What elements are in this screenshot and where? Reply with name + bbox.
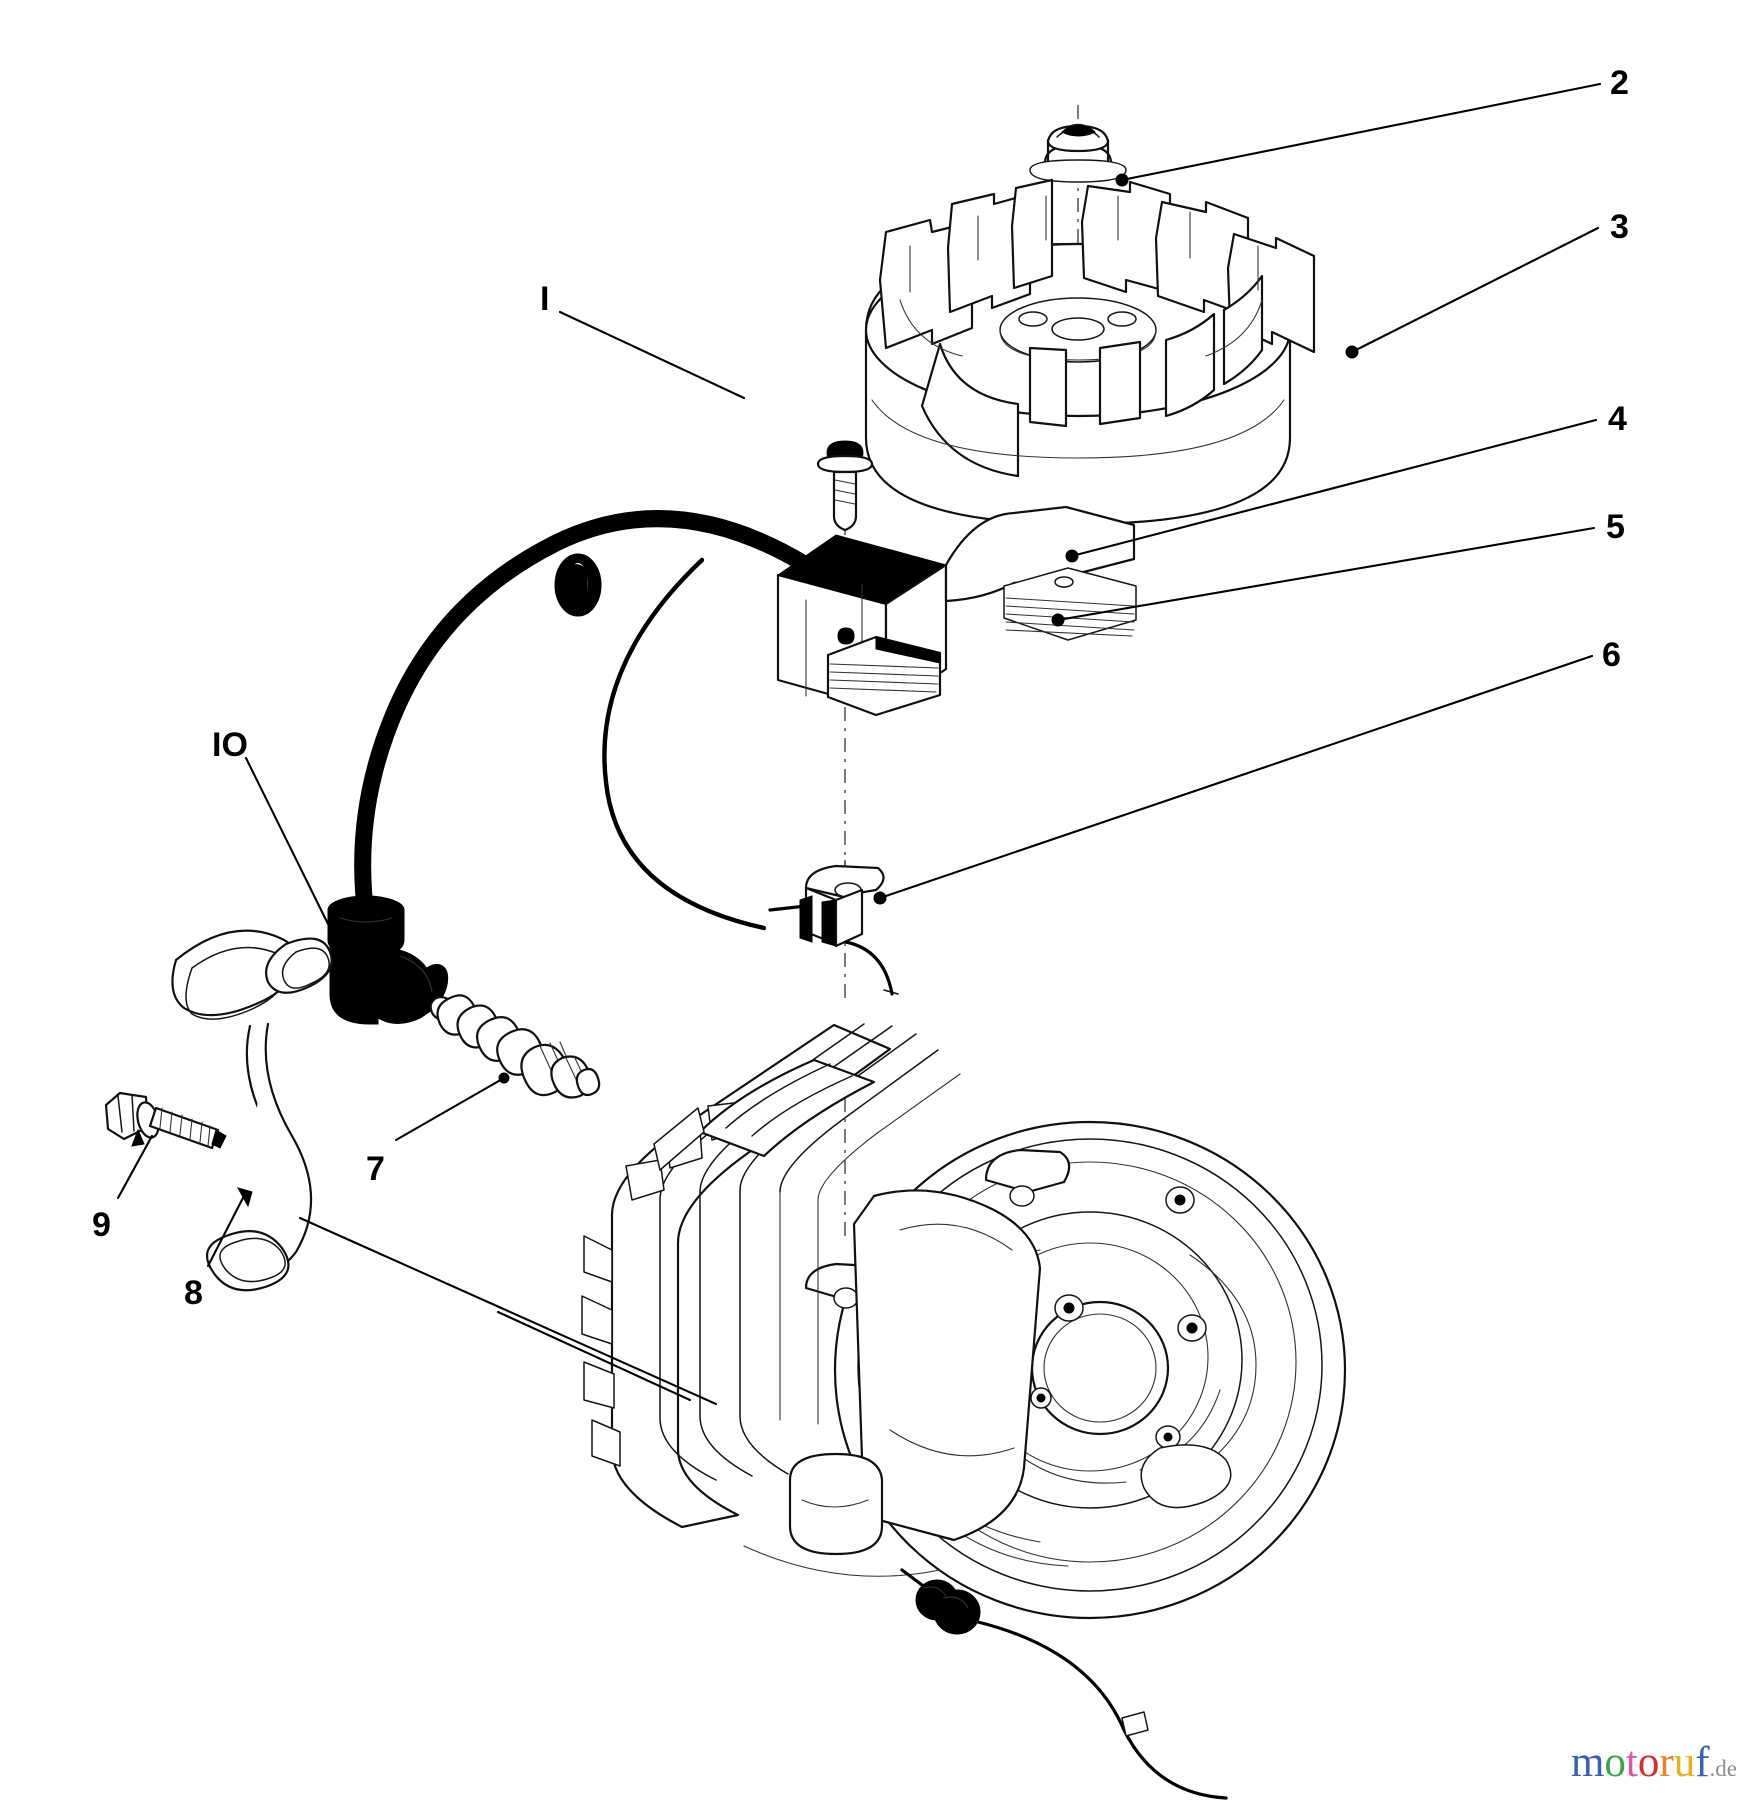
bolt-shank (148, 1106, 220, 1150)
leader-8 (206, 1190, 248, 1268)
leader-9 (116, 1134, 154, 1200)
stop-wire (602, 557, 767, 931)
crankshaft-bore (1030, 1300, 1170, 1436)
ground-wire-out (844, 940, 894, 996)
callout-label-10: IO (212, 726, 248, 764)
watermark-letter-m: m (1570, 1739, 1605, 1786)
flywheel-hub-underline (999, 329, 1157, 361)
coil-mount-boss-hole (833, 1287, 859, 1309)
ground-bracket-side (834, 888, 864, 948)
lead-bead-icon (554, 553, 602, 617)
spark-plug-lead-group (327, 510, 815, 1025)
watermark-letter-o1: o (1604, 1739, 1626, 1786)
flywheel-bore (1051, 317, 1105, 341)
leader-7 (394, 1076, 506, 1142)
stop-wire-terminal (1121, 1711, 1149, 1737)
leader-4 (1070, 418, 1598, 558)
callout-label-6: 6 (1602, 636, 1621, 674)
coil-lower-lamination-top (875, 636, 941, 664)
cylinder-head-top (653, 1058, 876, 1171)
callout-label-1: I (540, 280, 549, 318)
flywheel-assembly-group (864, 105, 1316, 584)
coil-mounting-screw-icon (816, 440, 874, 532)
callout-label-8: 8 (184, 1274, 203, 1312)
ignition-coil-group (602, 440, 1137, 931)
clip-mounting-bolt-icon (104, 1091, 227, 1150)
engine-base-edge (743, 1545, 941, 1577)
ground-wire-in (768, 904, 808, 912)
engine-block-group (581, 1023, 1347, 1800)
callout-label-2: 2 (1610, 64, 1629, 102)
flywheel-cooling-fins (878, 178, 1316, 478)
ground-wire-tip (883, 989, 899, 995)
spark-plug-electrode (575, 1067, 601, 1097)
flywheel-nut-icon (1029, 123, 1127, 183)
ground-bracket-top-tab (804, 864, 885, 898)
ground-terminal-bracket-group (768, 860, 899, 1000)
spark-plug-icon (429, 994, 601, 1099)
callout-label-5: 5 (1606, 508, 1625, 546)
coil-terminal (837, 627, 855, 645)
motoruf-watermark: motoruf.de (1571, 1741, 1737, 1784)
callout-label-3: 3 (1610, 208, 1629, 246)
ground-bracket-fork-left (799, 895, 813, 943)
watermark-tld: .de (1709, 1756, 1737, 1781)
engine-lower-lip (788, 1452, 884, 1556)
callout-label-7: 7 (366, 1150, 385, 1188)
watermark-letter-f: f (1695, 1739, 1710, 1786)
flywheel-rim-shade (871, 399, 1285, 459)
coil-core-lamination-block (1003, 567, 1137, 641)
leader-1 (558, 310, 746, 400)
callout-label-4: 4 (1608, 400, 1627, 438)
callout-labels: I 2 3 4 5 6 7 8 9 IO (92, 64, 1629, 1312)
leader-5-dot (1051, 613, 1065, 627)
leader-2 (1120, 82, 1602, 182)
leader-4-dot (1065, 549, 1079, 563)
leader-2-dot (1115, 173, 1129, 187)
watermark-letter-r: r (1659, 1739, 1674, 1786)
callout-leaders (116, 82, 1602, 1406)
leader-5 (1056, 526, 1596, 622)
watermark-letter-o2: o (1637, 1739, 1660, 1786)
leader-6 (878, 654, 1594, 900)
spark-plug-insulator-ribs (436, 994, 544, 1076)
coil-core-mount-hole (1054, 576, 1074, 588)
engine-upper-mount-tab (984, 1148, 1071, 1194)
leader-7-dot (498, 1072, 510, 1084)
bolt-threads (159, 1107, 211, 1147)
leader-6-dot (873, 891, 887, 905)
leader-10 (244, 756, 332, 930)
callout-label-9: 9 (92, 1206, 111, 1244)
crankshaft-bore-inner (1043, 1313, 1157, 1423)
wire-grommet-icon (900, 1568, 981, 1635)
coil-lower-laminations (829, 663, 939, 693)
ground-bracket-fork-right (821, 899, 837, 947)
flywheel-hub-hole-right (1107, 311, 1137, 327)
watermark-letter-t: t (1625, 1739, 1638, 1786)
bolt-tip (211, 1129, 227, 1149)
leader-3-dot (1345, 345, 1359, 359)
high-tension-lead (354, 510, 815, 906)
crankcase-cylinder-junction (852, 1189, 1042, 1542)
engine-upper-mount-hole (1009, 1185, 1035, 1207)
bolt-arrow-head (131, 1128, 145, 1147)
coil-core-arm (944, 505, 1136, 603)
leader-spark-plug-to-engine (298, 1216, 718, 1406)
wire-retainer-clip-icon (171, 929, 333, 1292)
flywheel-hub-hole-left (1018, 311, 1048, 327)
engine-stop-wire (976, 1620, 1228, 1800)
watermark-letter-u: u (1673, 1739, 1696, 1786)
leader-engine-detail (496, 1310, 692, 1402)
leader-3 (1350, 226, 1600, 354)
